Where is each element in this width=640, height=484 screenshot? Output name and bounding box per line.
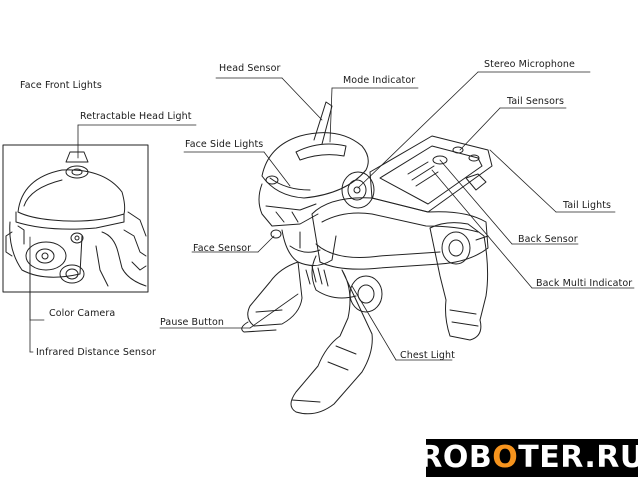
label-retractable-head-light: Retractable Head Light <box>80 111 192 122</box>
label-face-side-lights: Face Side Lights <box>185 139 264 150</box>
label-chest-light: Chest Light <box>400 350 456 361</box>
label-tail-sensors: Tail Sensors <box>507 96 565 107</box>
label-infrared-distance-sensor: Infrared Distance Sensor <box>36 347 157 358</box>
label-mode-indicator: Mode Indicator <box>343 75 416 86</box>
label-color-camera: Color Camera <box>49 308 116 319</box>
label-face-front-lights: Face Front Lights <box>20 80 102 91</box>
leader-lines <box>29 71 635 361</box>
label-tail-lights: Tail Lights <box>563 200 612 211</box>
robot-main-body <box>241 101 493 415</box>
label-back-sensor: Back Sensor <box>518 234 578 245</box>
logo-text-part-3: TER.RU <box>518 440 640 475</box>
label-pause-button: Pause Button <box>160 317 224 328</box>
label-head-sensor: Head Sensor <box>219 63 281 74</box>
label-face-sensor: Face Sensor <box>193 243 252 254</box>
logo-text-part-1: ROB <box>419 440 493 475</box>
logo-text-accent: O <box>492 440 519 475</box>
inset-head-closeup <box>2 144 149 293</box>
label-stereo-microphone: Stereo Microphone <box>484 59 575 70</box>
label-back-multi-indicator: Back Multi Indicator <box>536 278 633 289</box>
